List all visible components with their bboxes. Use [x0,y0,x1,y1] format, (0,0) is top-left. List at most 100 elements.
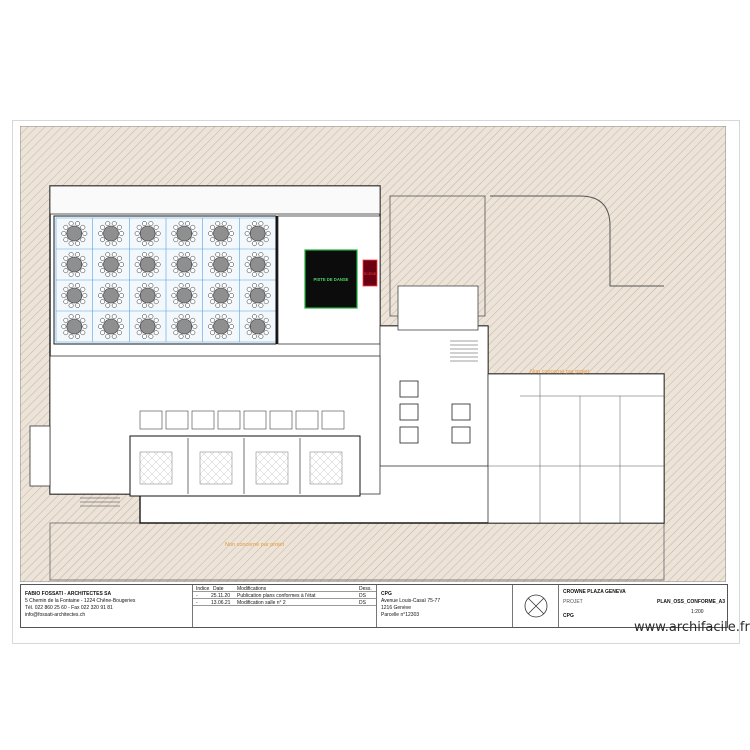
chair [153,317,159,323]
chair [251,241,257,246]
chair [100,237,105,243]
rev-header-by: Dess. [359,586,372,592]
chair [244,262,250,267]
chair [227,237,232,243]
chair [173,299,179,305]
chair [105,303,111,308]
chair [153,224,159,230]
chair [111,241,117,246]
chair [100,299,105,305]
chair [100,317,105,323]
client-name: CPG [381,591,392,597]
chair [190,286,196,292]
north-arrow-icon [524,594,548,618]
chair [82,231,88,236]
chair [173,224,179,230]
round-table [244,314,271,339]
chair [229,293,234,298]
chair [111,314,117,319]
table-top [139,318,156,335]
chair [246,237,252,243]
chair [215,334,221,339]
chair [98,262,103,267]
chair [148,252,154,257]
chair [178,221,184,226]
chair [117,268,122,274]
revision-row: - 13.06.21 Modification salle n° 2 DS [193,599,376,606]
chair [68,252,74,257]
chair [227,330,232,336]
chair [210,255,215,261]
revision-row: - 25.11.20 Publication plans conformes à… [193,592,376,599]
round-table [134,252,161,277]
chair [227,255,232,261]
chair [105,334,111,339]
service-core [379,325,489,467]
table-top [213,318,229,335]
chair [134,324,140,329]
chair [75,272,81,277]
top-corridor [49,185,381,215]
chair [105,272,111,277]
table-top [139,256,156,273]
chair [221,314,227,319]
chair [173,268,179,274]
chair [258,221,264,226]
rev-header-modifications: Modifications [237,586,267,592]
rev-header-index: Indice [196,586,210,592]
chair [251,314,257,319]
table-top [176,318,193,335]
chair [251,303,257,308]
round-table [134,283,161,308]
round-table [244,283,271,308]
project-label: PROJET [563,599,583,605]
table-top [249,287,266,304]
chair [215,221,221,226]
chair [185,314,191,319]
architect-address: 5 Chemin de la Fontaine - 1224 Chêne-Bou… [25,598,136,604]
chair [265,231,271,236]
chair [246,317,252,323]
chair [229,324,234,329]
chair [75,221,81,226]
chair [75,334,81,339]
table-top [66,287,83,304]
rev-by: DS [359,593,366,599]
ceiling-tiles [139,451,343,485]
chair [251,283,257,288]
chair [263,330,269,336]
chair [117,299,122,305]
chair [192,293,198,298]
chair [153,286,159,292]
chair [148,221,154,226]
chair [111,252,117,257]
chair [185,272,191,277]
round-table [98,314,124,339]
banquet-tables [61,221,271,339]
project-title: CROWNE PLAZA GENEVA [563,589,626,595]
round-table [98,252,124,277]
chair [105,252,111,257]
chair [208,262,213,267]
chair [227,299,232,305]
client-address: Avenue Louis-Casaï 75-77 [381,598,441,604]
chair [80,299,86,305]
table-top [249,256,266,273]
chair [178,252,184,257]
chair [75,252,81,257]
architect-cell: FABIO FOSSATI - ARCHITECTES SA 5 Chemin … [21,585,193,627]
chair [190,224,196,230]
chair [190,268,196,274]
chair [136,237,142,243]
chair [263,237,269,243]
chair [63,317,69,323]
chair [265,324,271,329]
chair [244,293,250,298]
chair [210,299,215,305]
chair [210,286,215,292]
table-top [66,256,83,273]
chair [251,221,257,226]
chair [75,241,81,246]
chair [190,255,196,261]
chair [136,224,142,230]
